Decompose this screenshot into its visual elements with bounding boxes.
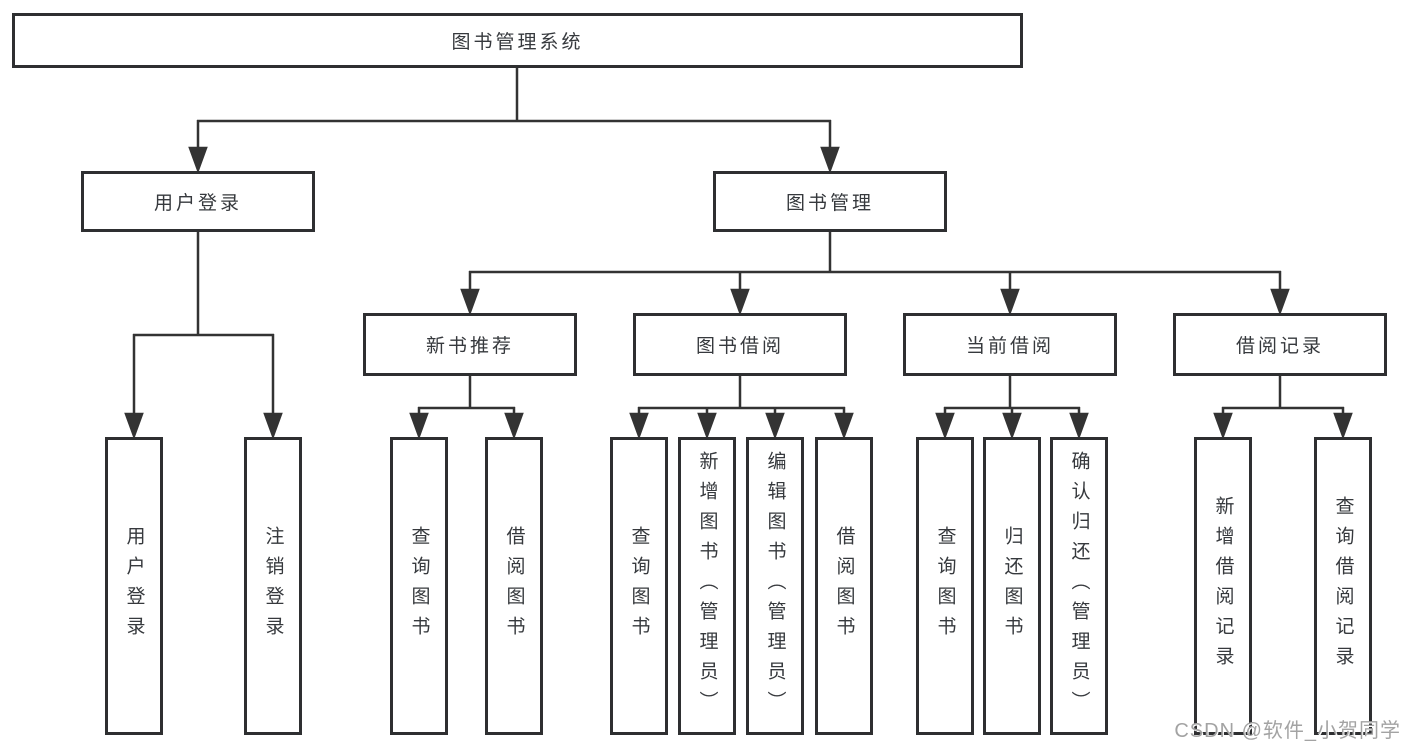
node-label: 注销登录 — [262, 526, 284, 646]
node-label: 图书管理系统 — [451, 32, 584, 53]
node-label: 查询图书 — [408, 526, 430, 646]
node-label: 查询图书 — [628, 526, 650, 646]
node-label: 新书推荐 — [425, 336, 514, 357]
leaf-confirm-return-admin: 确认归还（管理员） — [1050, 437, 1108, 735]
leaf-borrow-books-recommend: 借阅图书 — [485, 437, 543, 735]
leaf-add-books-admin: 新增图书（管理员） — [678, 437, 736, 735]
leaf-return-books: 归还图书 — [983, 437, 1041, 735]
node-label: 借阅图书 — [833, 526, 855, 646]
node-book-management: 图书管理 — [713, 171, 947, 232]
leaf-edit-books-admin: 编辑图书（管理员） — [746, 437, 804, 735]
node-label: 用户登录 — [123, 526, 145, 646]
node-user-login: 用户登录 — [81, 171, 315, 232]
leaf-query-borrow-record: 查询借阅记录 — [1314, 437, 1372, 735]
node-label: 当前借阅 — [965, 336, 1054, 357]
node-borrowing-records: 借阅记录 — [1173, 313, 1387, 376]
node-label: 新增借阅记录 — [1212, 496, 1234, 676]
node-label: 借阅记录 — [1235, 336, 1324, 357]
node-label: 确认归还（管理员） — [1068, 451, 1090, 721]
node-label: 新增图书（管理员） — [696, 451, 718, 721]
leaf-query-books-recommend: 查询图书 — [390, 437, 448, 735]
node-label: 归还图书 — [1001, 526, 1023, 646]
node-root: 图书管理系统 — [12, 13, 1023, 68]
node-label: 图书管理 — [785, 193, 874, 214]
node-current-borrowing: 当前借阅 — [903, 313, 1117, 376]
leaf-add-borrow-record: 新增借阅记录 — [1194, 437, 1252, 735]
node-label: 查询图书 — [934, 526, 956, 646]
node-label: 借阅图书 — [503, 526, 525, 646]
node-label: 编辑图书（管理员） — [764, 451, 786, 721]
leaf-query-books-current: 查询图书 — [916, 437, 974, 735]
leaf-borrow-books: 借阅图书 — [815, 437, 873, 735]
leaf-user-login: 用户登录 — [105, 437, 163, 735]
node-new-book-recommend: 新书推荐 — [363, 313, 577, 376]
node-label: 查询借阅记录 — [1332, 496, 1354, 676]
node-book-borrowing: 图书借阅 — [633, 313, 847, 376]
leaf-logout-login: 注销登录 — [244, 437, 302, 735]
node-label: 用户登录 — [153, 193, 242, 214]
node-label: 图书借阅 — [695, 336, 784, 357]
csdn-watermark: CSDN @软件_小贺同学 — [1174, 720, 1401, 742]
leaf-query-books-borrowing: 查询图书 — [610, 437, 668, 735]
